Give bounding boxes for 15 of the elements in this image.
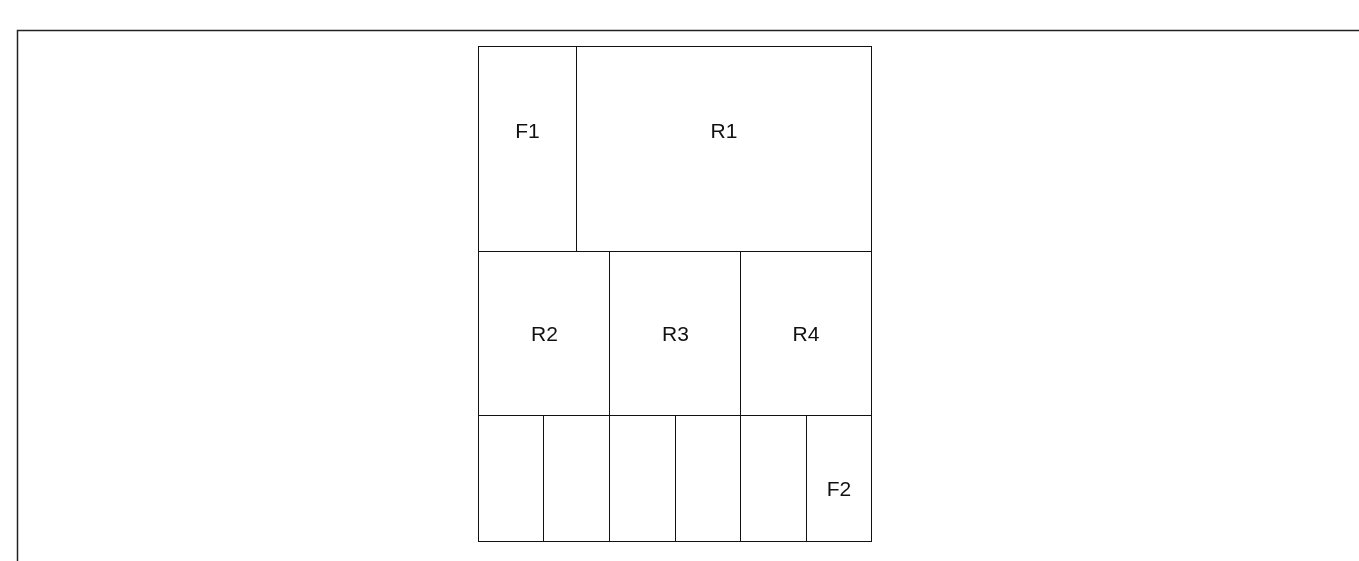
empty-room: [740, 415, 808, 542]
room-label: R4: [792, 322, 820, 346]
empty-room: [609, 415, 677, 542]
room-label: F1: [515, 119, 540, 143]
empty-room: [543, 415, 611, 542]
room-label: R2: [531, 322, 558, 346]
room: [740, 251, 872, 417]
empty-room: [675, 415, 742, 542]
room-label: R3: [662, 322, 689, 346]
room: [478, 46, 577, 252]
room-label: F2: [826, 476, 852, 501]
room-label: R1: [710, 119, 738, 143]
room: [806, 415, 872, 542]
room: [576, 46, 872, 252]
empty-room: [478, 415, 545, 542]
